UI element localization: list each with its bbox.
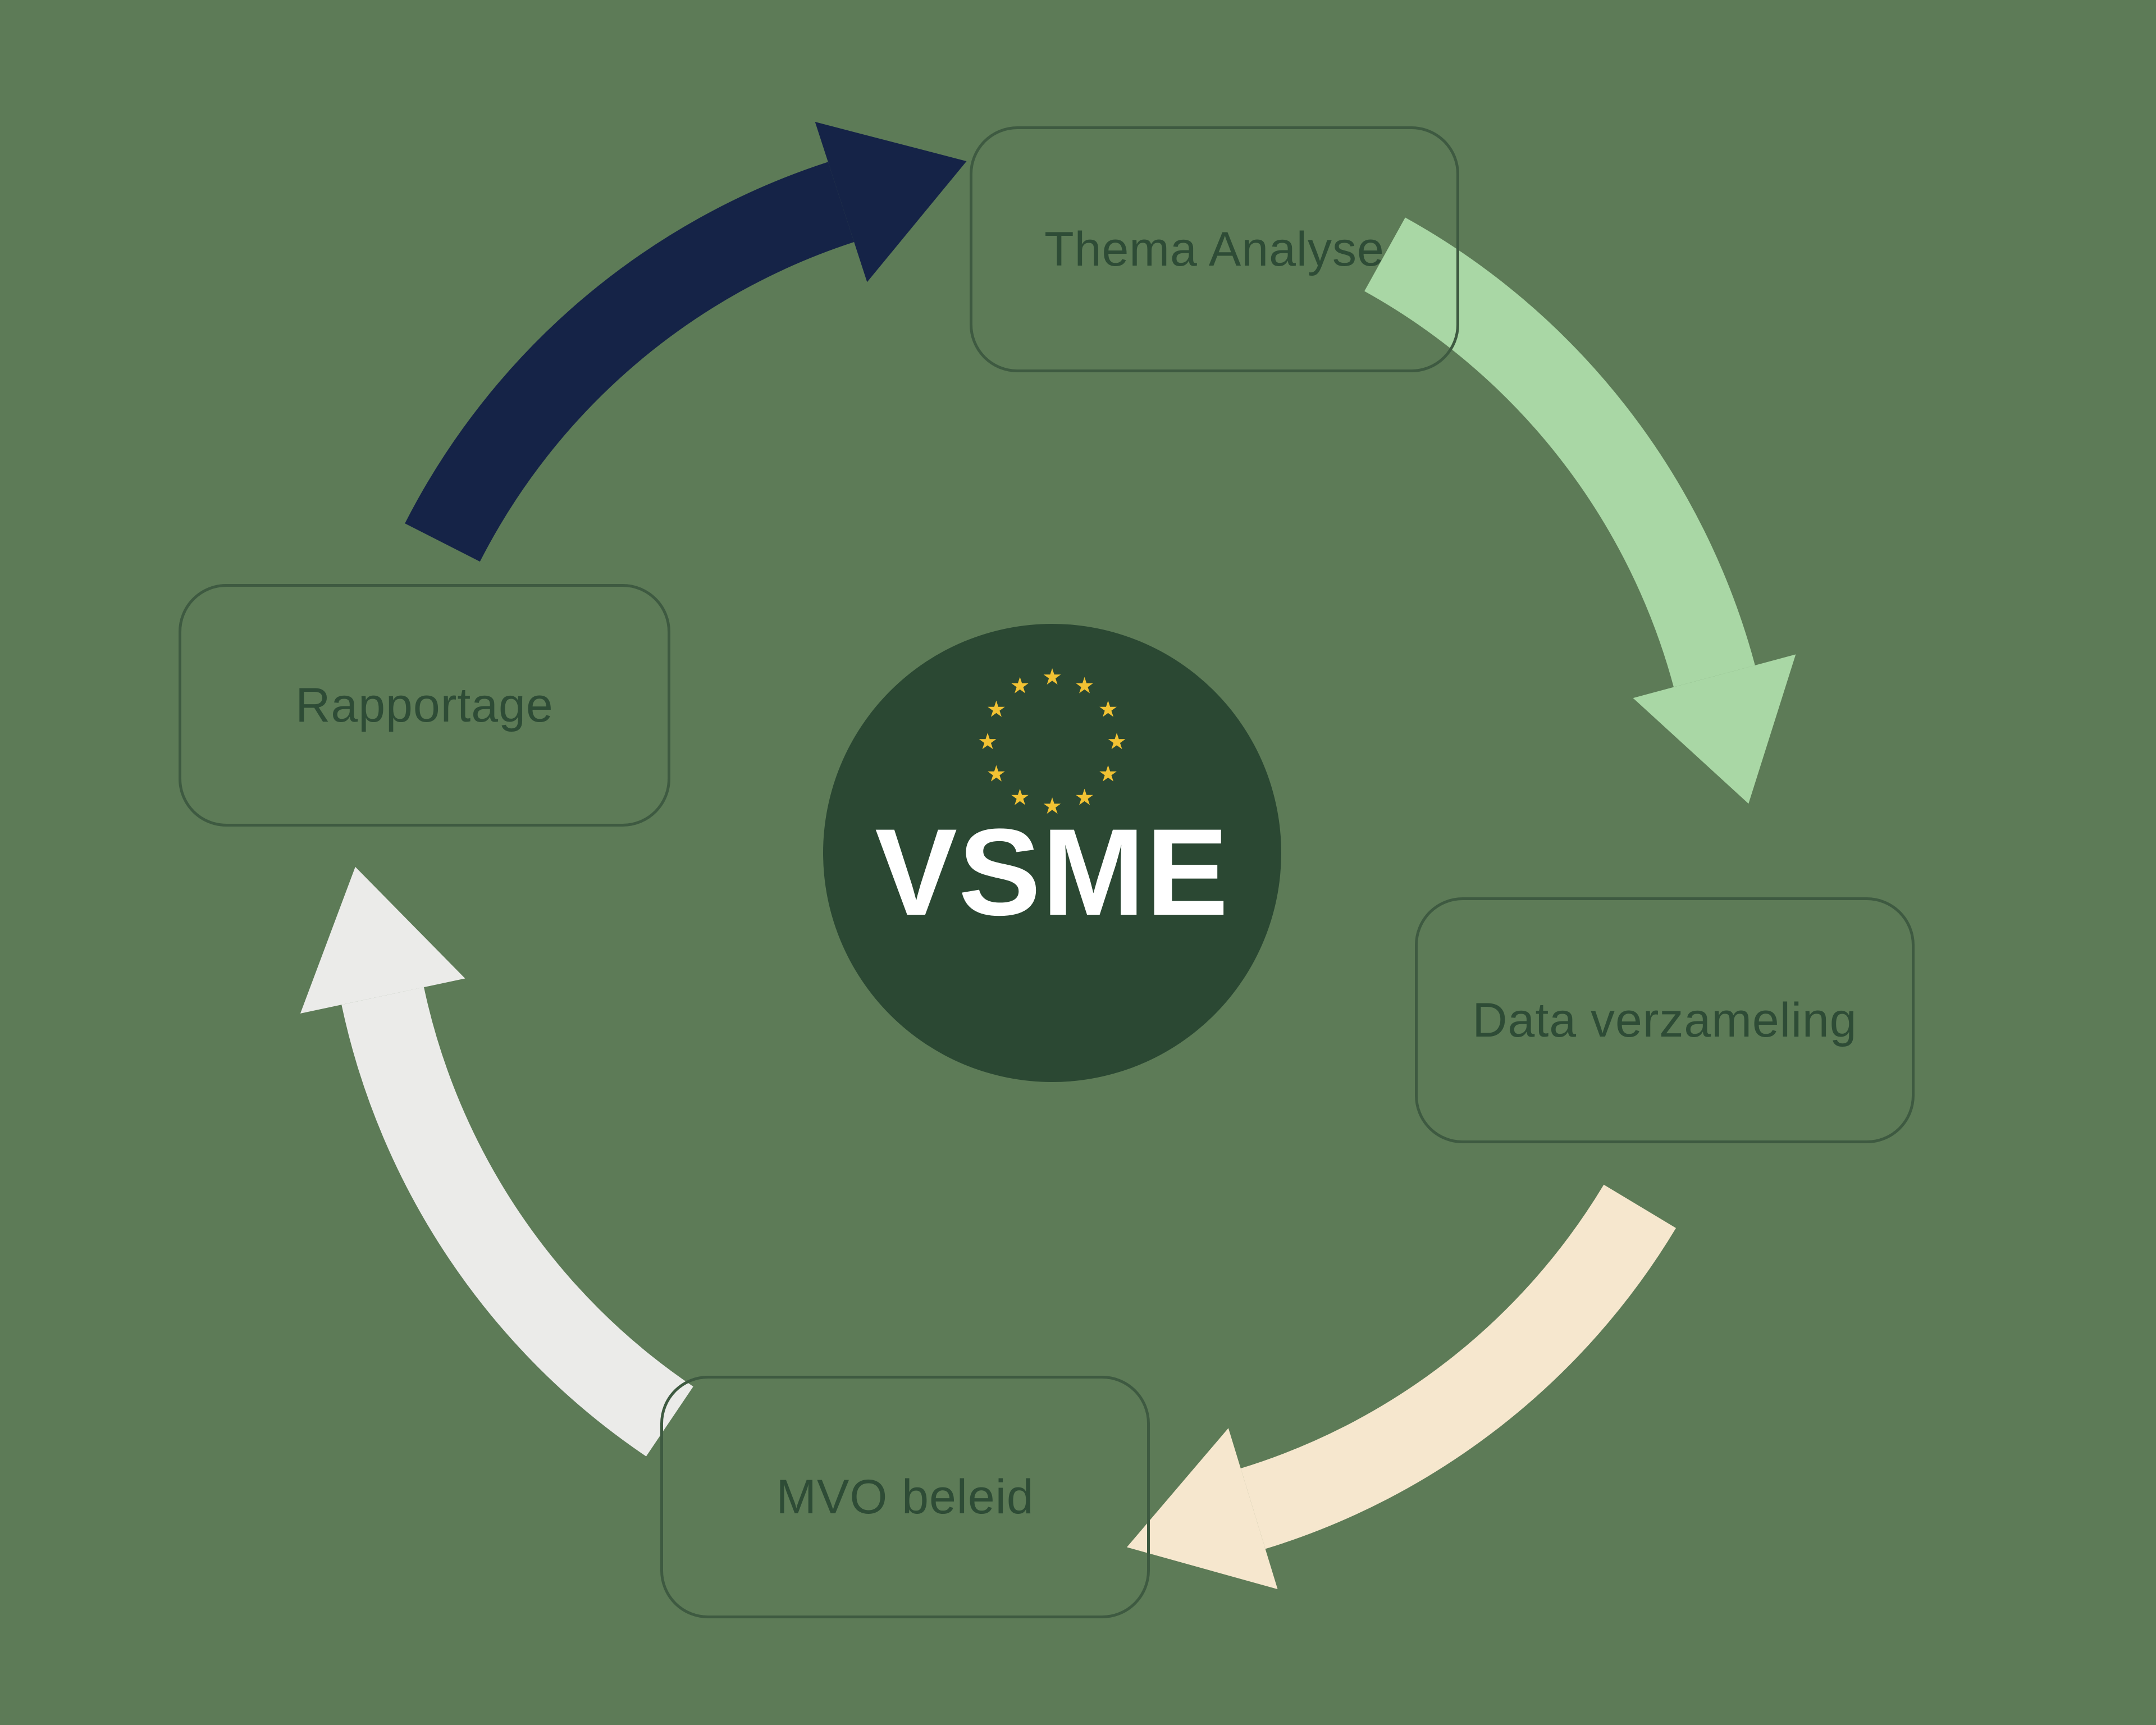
stage-label-data-verzameling: Data verzameling (1472, 993, 1857, 1047)
eu-star-icon: ★ (1074, 785, 1095, 810)
eu-star-icon: ★ (1074, 673, 1095, 699)
center-circle: ★★★★★★★★★★★★ VSME (823, 624, 1281, 1082)
stage-box-data-verzameling: Data verzameling (1415, 897, 1915, 1143)
eu-star-icon: ★ (1098, 761, 1118, 787)
eu-star-icon: ★ (1107, 729, 1127, 754)
arrow-data-to-mvo (1126, 1184, 1677, 1590)
eu-star-icon: ★ (1010, 673, 1030, 699)
stage-box-thema-analyse: Thema Analyse (970, 126, 1459, 372)
stage-label-thema-analyse: Thema Analyse (1044, 222, 1385, 276)
eu-star-icon: ★ (977, 729, 998, 754)
arrow-thema-to-data (1364, 217, 1796, 804)
stage-label-rapportage: Rapportage (295, 678, 554, 732)
eu-star-icon: ★ (986, 697, 1007, 722)
stage-label-mvo-beleid: MVO beleid (776, 1470, 1034, 1524)
eu-star-icon: ★ (986, 761, 1007, 787)
stage-box-rapportage: Rapportage (179, 584, 670, 827)
center-label: VSME (875, 803, 1230, 941)
stage-box-mvo-beleid: MVO beleid (660, 1376, 1150, 1618)
eu-star-icon: ★ (1098, 697, 1118, 722)
eu-star-icon: ★ (1010, 785, 1030, 810)
eu-star-icon: ★ (1042, 665, 1062, 690)
arrow-rapportage-to-thema (405, 122, 967, 562)
eu-star-icon: ★ (1042, 794, 1062, 819)
arrow-mvo-to-rapportage (300, 866, 693, 1457)
